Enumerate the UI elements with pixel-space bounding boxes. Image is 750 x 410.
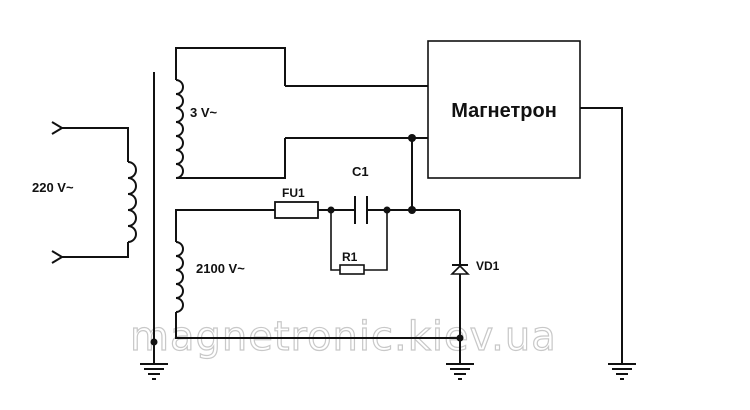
high-voltage-winding <box>175 209 460 339</box>
magnetron-label: Магнетрон <box>451 100 557 122</box>
capacitor-label: C1 <box>352 164 369 179</box>
filament-winding <box>175 47 428 179</box>
junction-dot <box>456 334 464 342</box>
filament-voltage-label: 3 V~ <box>190 105 218 120</box>
diode-symbol <box>450 264 470 275</box>
resistor-label: R1 <box>342 250 358 264</box>
fuse-symbol <box>274 201 319 219</box>
junction-dot <box>408 134 416 142</box>
primary-winding <box>51 121 137 264</box>
anode-wire <box>580 107 623 364</box>
ground-symbol <box>446 363 474 380</box>
ground-symbol <box>140 342 168 380</box>
ground-symbol <box>608 363 636 380</box>
junction-dot <box>383 206 391 214</box>
resistor-symbol <box>339 264 365 275</box>
junction-dot <box>327 206 335 214</box>
primary-voltage-label: 220 V~ <box>32 180 74 195</box>
high-voltage-label: 2100 V~ <box>196 261 245 276</box>
fuse-label: FU1 <box>282 186 305 200</box>
junction-dot <box>408 206 416 214</box>
capacitor-symbol <box>354 196 368 224</box>
diode-label: VD1 <box>476 259 500 273</box>
magnetron-block <box>427 40 581 179</box>
